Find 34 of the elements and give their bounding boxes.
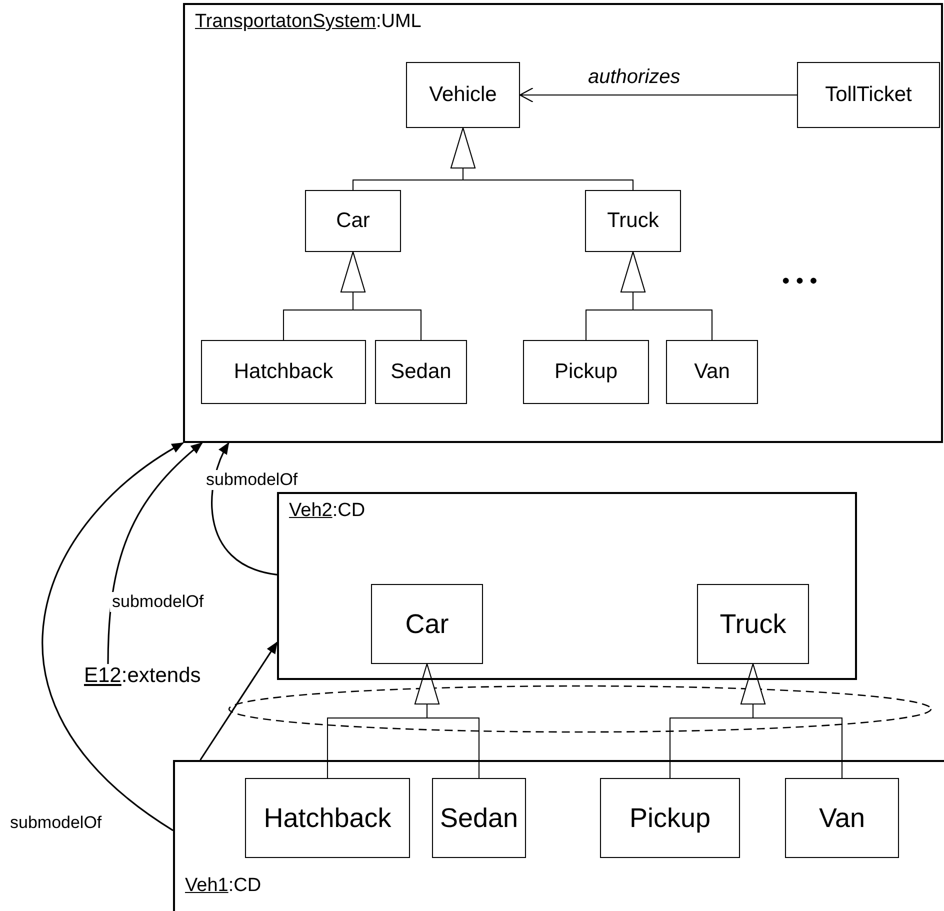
generalization-arrow [450,128,634,190]
class-box: Van [785,778,899,858]
generalization-arrow [414,664,480,778]
generalization-arrow [620,252,712,340]
class-box: Pickup [523,340,649,404]
arrow [107,442,203,664]
frame-title: TransportatonSystem:UML [195,11,422,33]
arrow [211,442,278,576]
generalization-arrow [340,252,422,340]
class-box: Truck [585,190,681,252]
package-frame [277,492,857,680]
package-frame [173,760,944,911]
arrow [42,442,184,832]
class-box: Hatchback [245,778,410,858]
class-box: Pickup [600,778,740,858]
class-box: TollTicket [797,62,940,128]
class-box: Sedan [432,778,526,858]
class-box: Sedan [375,340,467,404]
class-box: Van [666,340,758,404]
ellipsis-mark: • • • [781,268,818,294]
edge-label: submodelOf [204,470,300,490]
class-box: Car [305,190,401,252]
generalization-arrow [740,664,842,778]
class-box: Car [371,584,483,664]
class-box: Truck [697,584,809,664]
frame-title: Veh2:CD [289,500,366,522]
arrow [519,87,798,103]
package-frame [183,3,943,443]
edge-label: submodelOf [110,592,206,612]
relation-label: E12:extends [84,664,234,692]
arrow [200,642,278,760]
class-box: Hatchback [201,340,366,404]
class-box: Vehicle [406,62,520,128]
frame-title: Veh1:CD [185,875,262,897]
